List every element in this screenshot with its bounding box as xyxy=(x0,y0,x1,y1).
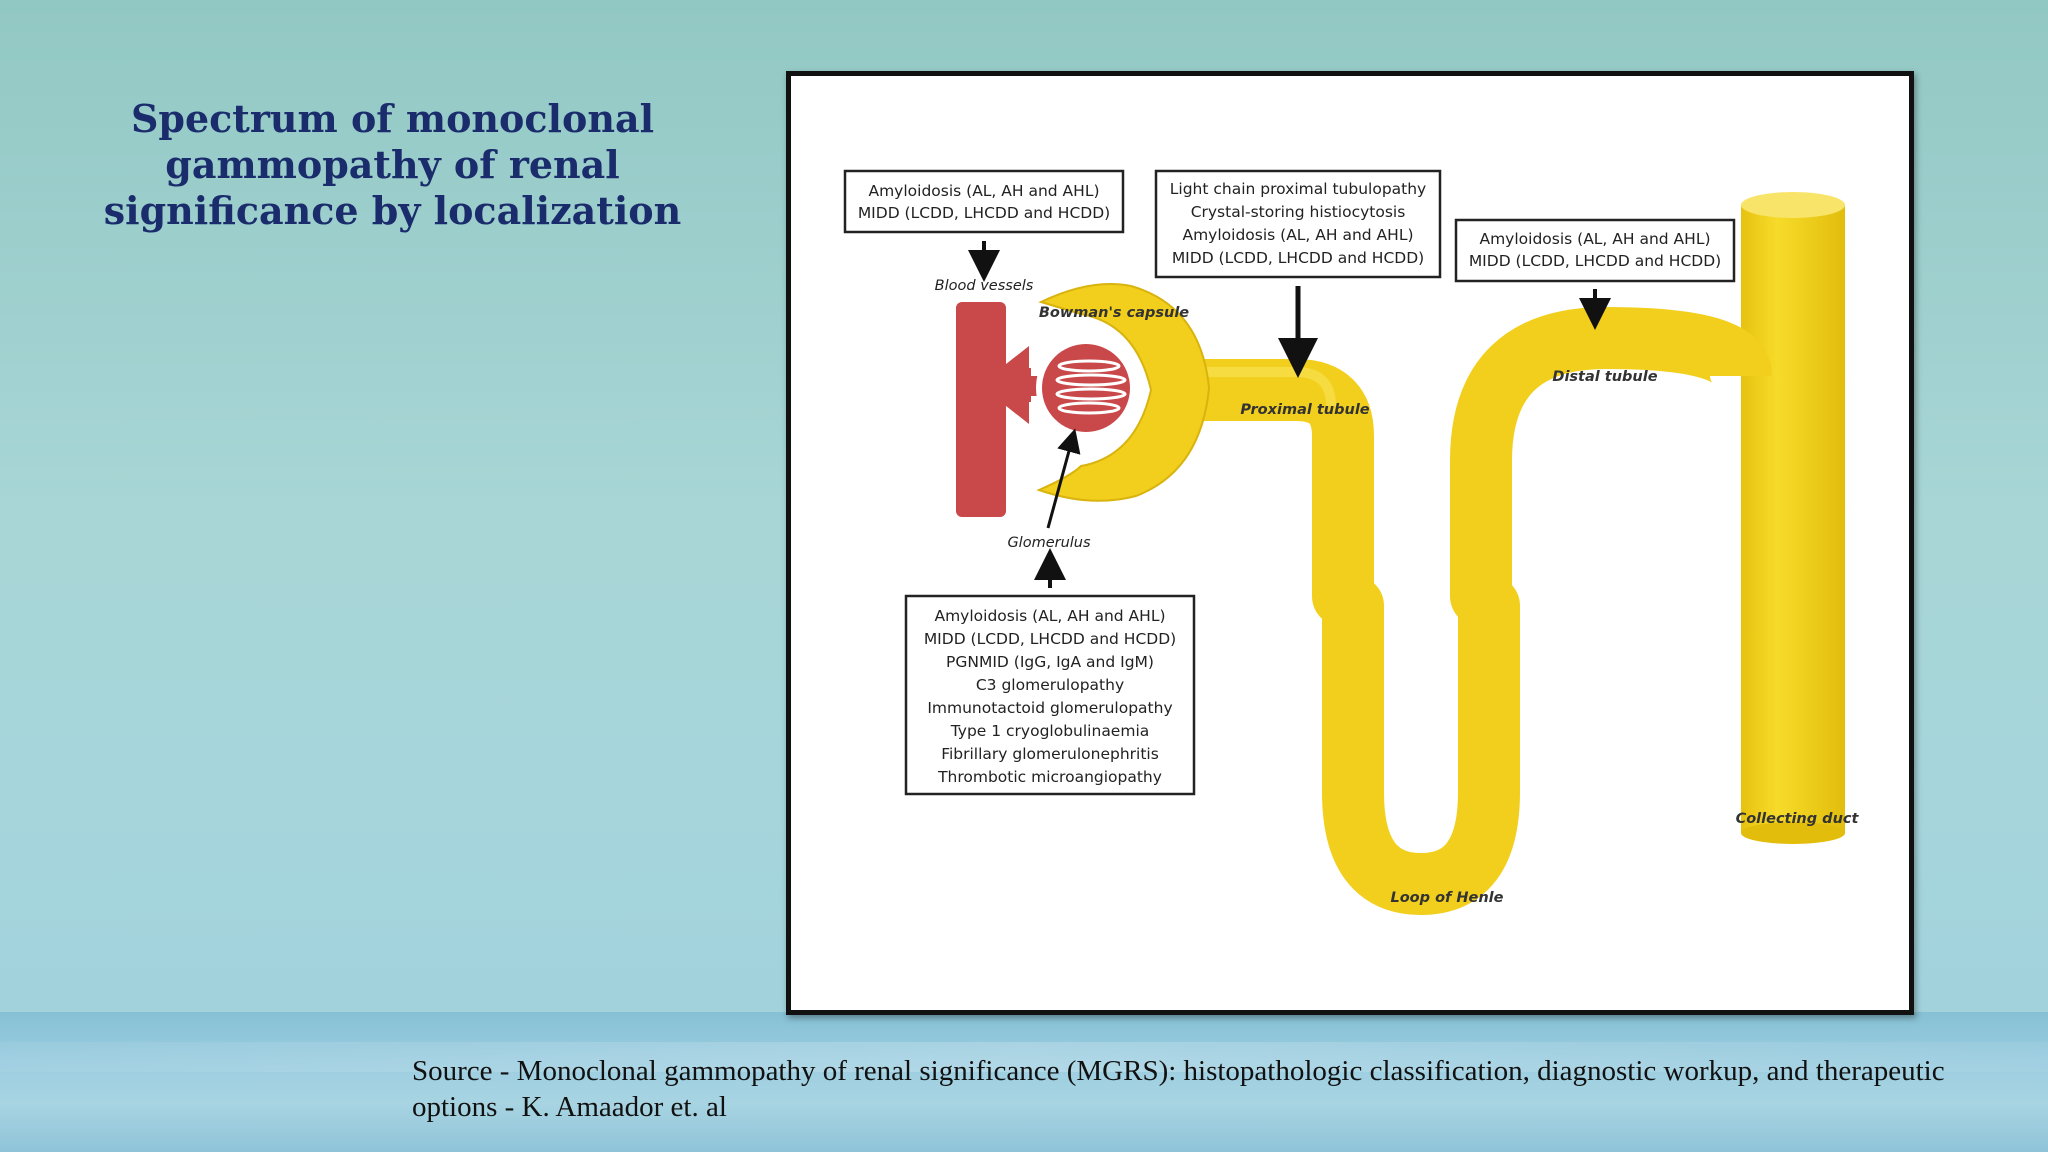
box-glomerulus-line-8: Thrombotic microangiopathy xyxy=(937,768,1162,786)
box-blood-vessels-line-2: MIDD (LCDD, LHCDD and HCDD) xyxy=(858,204,1110,222)
box-glomerulus-line-6: Type 1 cryoglobulinaemia xyxy=(950,722,1150,740)
slide-title: Spectrum of monoclonal gammopathy of ren… xyxy=(103,96,682,233)
band-highlight xyxy=(0,1042,2048,1072)
box-glomerulus-line-5: Immunotactoid glomerulopathy xyxy=(927,699,1172,717)
box-proximal-line-4: MIDD (LCDD, LHCDD and HCDD) xyxy=(1172,249,1424,267)
label-loop-of-henle: Loop of Henle xyxy=(1390,890,1503,906)
label-blood-vessels: Blood vessels xyxy=(935,278,1034,294)
label-collecting-duct: Collecting duct xyxy=(1736,811,1860,827)
box-distal-line-2: MIDD (LCDD, LHCDD and HCDD) xyxy=(1469,252,1721,270)
label-distal-tubule: Distal tubule xyxy=(1552,369,1657,385)
collecting-duct xyxy=(1741,192,1845,844)
box-proximal-line-1: Light chain proximal tubulopathy xyxy=(1170,180,1426,198)
box-proximal-line-3: Amyloidosis (AL, AH and AHL) xyxy=(1182,226,1413,244)
box-blood-vessels: Amyloidosis (AL, AH and AHL) MIDD (LCDD,… xyxy=(843,169,1125,234)
renal-tubule xyxy=(1181,307,1772,915)
box-glomerulus-line-2: MIDD (LCDD, LHCDD and HCDD) xyxy=(924,630,1176,648)
nephron-figure: Amyloidosis (AL, AH and AHL) MIDD (LCDD,… xyxy=(786,71,1914,1015)
glomerulus xyxy=(1036,333,1146,443)
bowmans-capsule xyxy=(1036,283,1211,502)
box-proximal-tubule: Light chain proximal tubulopathy Crystal… xyxy=(1154,169,1442,279)
box-glomerulus-line-4: C3 glomerulopathy xyxy=(976,676,1124,694)
box-glomerulus-line-3: PGNMID (IgG, IgA and IgM) xyxy=(946,653,1154,671)
arrow-glomerulus xyxy=(1046,428,1081,529)
box-distal-line-1: Amyloidosis (AL, AH and AHL) xyxy=(1479,230,1710,248)
label-glomerulus: Glomerulus xyxy=(1007,535,1091,551)
label-proximal-tubule: Proximal tubule xyxy=(1240,402,1369,418)
box-glomerulus-line-1: Amyloidosis (AL, AH and AHL) xyxy=(934,607,1165,625)
source-citation: Source - Monoclonal gammopathy of renal … xyxy=(412,1055,1945,1123)
box-glomerulus-line-7: Fibrillary glomerulonephritis xyxy=(941,745,1159,763)
blood-vessels xyxy=(956,302,1056,517)
box-glomerulus: Amyloidosis (AL, AH and AHL) MIDD (LCDD,… xyxy=(904,594,1196,796)
bottom-band xyxy=(0,1012,2048,1152)
label-bowmans-capsule: Bowman's capsule xyxy=(1039,305,1189,321)
box-blood-vessels-line-1: Amyloidosis (AL, AH and AHL) xyxy=(868,182,1099,200)
box-proximal-line-2: Crystal-storing histiocytosis xyxy=(1191,203,1406,221)
nephron-diagram: Amyloidosis (AL, AH and AHL) MIDD (LCDD,… xyxy=(843,169,1860,915)
box-distal-tubule: Amyloidosis (AL, AH and AHL) MIDD (LCDD,… xyxy=(1454,218,1736,283)
arrows xyxy=(968,241,1611,588)
